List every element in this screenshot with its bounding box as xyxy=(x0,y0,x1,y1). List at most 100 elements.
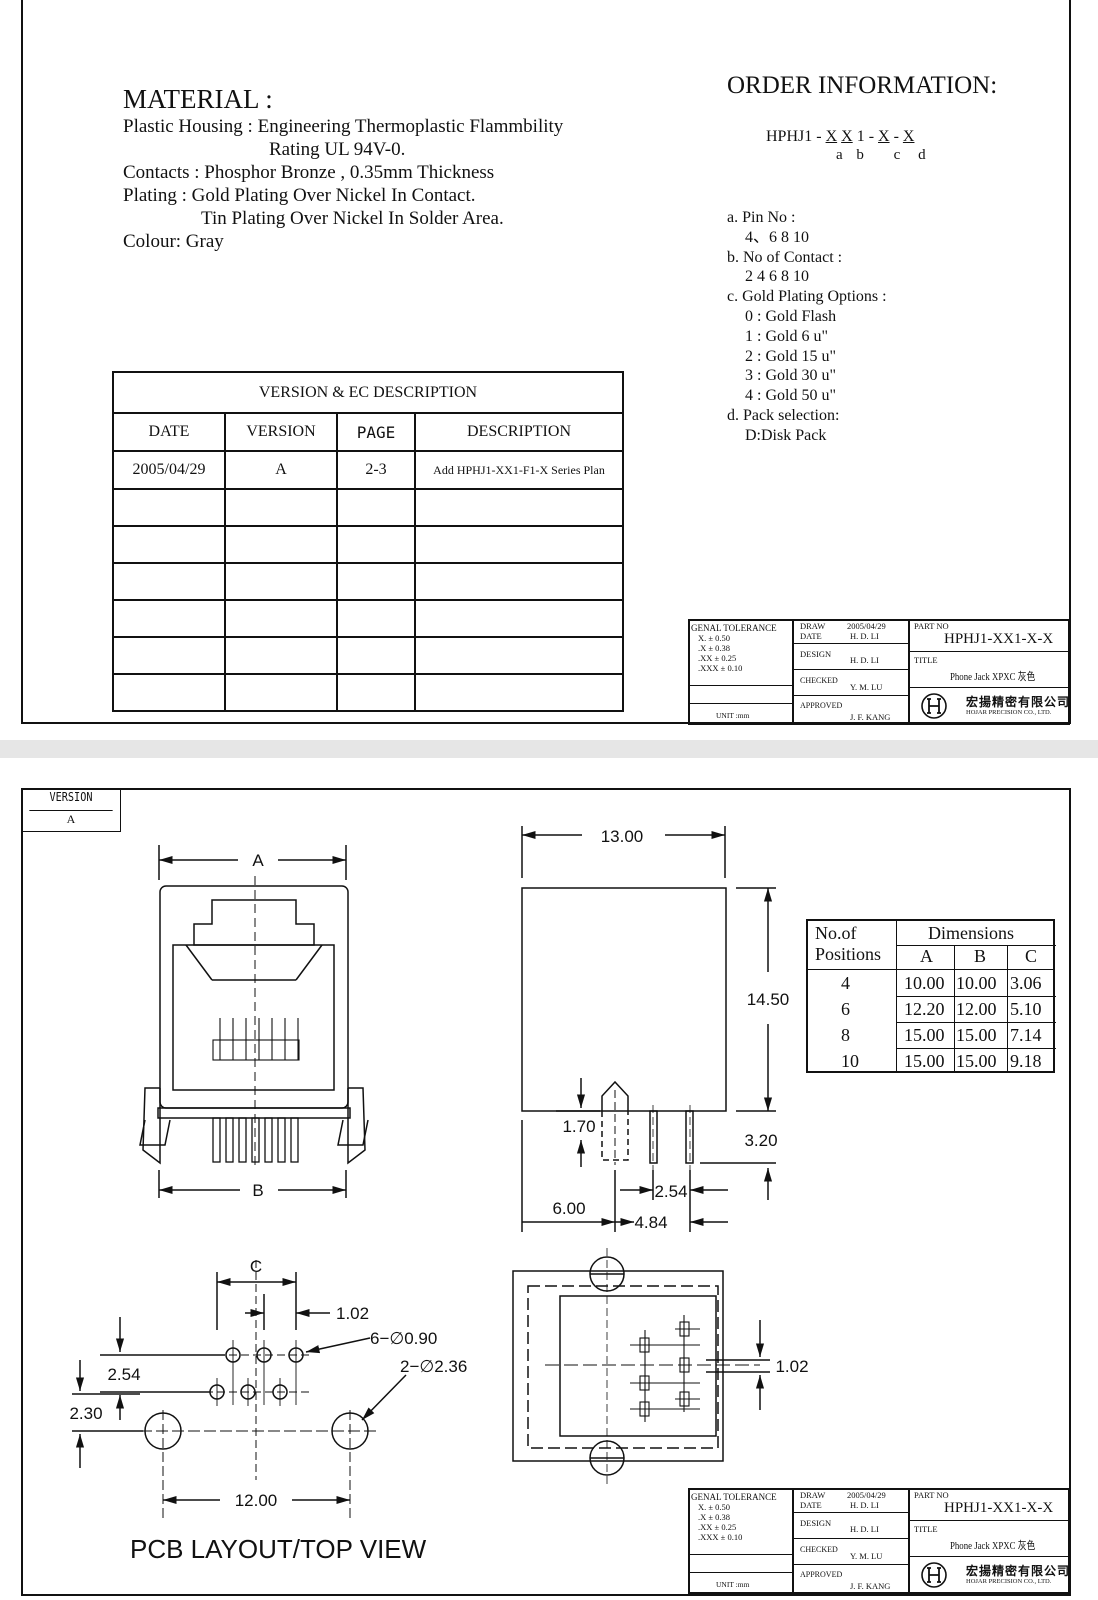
title-label: TITLE xyxy=(914,1524,938,1534)
cell-description: Add HPHJ1-XX1-F1-X Series Plan xyxy=(414,450,624,490)
table-row xyxy=(112,488,624,527)
draw-label: DRAW xyxy=(800,621,826,631)
order-code-part: X xyxy=(878,128,890,145)
tol-line: .X ± 0.38 xyxy=(698,1512,731,1522)
side-view xyxy=(521,826,776,1232)
dim-label-a: A xyxy=(252,851,264,870)
table-row xyxy=(112,562,624,601)
dim-table-cell: 15.00 xyxy=(956,1025,997,1045)
dim-table-cell: 15.00 xyxy=(904,1025,945,1045)
dim-600: 6.00 xyxy=(552,1199,585,1218)
dim-6-holes: 6−∅0.90 xyxy=(370,1329,437,1348)
dim-table-cell: 10 xyxy=(841,1051,859,1071)
order-line: d. Pack selection: xyxy=(727,406,840,424)
approved-label: APPROVED xyxy=(800,1570,843,1579)
dim-table-cell: 4 xyxy=(841,973,850,993)
dim-table-head: Dimensions xyxy=(928,923,1015,943)
dim-102-bottom: 1.02 xyxy=(775,1357,808,1376)
dim-1200: 12.00 xyxy=(235,1491,278,1510)
design-name: H. D. LI xyxy=(850,1524,879,1534)
company-name-cn: 宏揚精密有限公司 xyxy=(966,695,1071,709)
pcb-layout-label: PCB LAYOUT/TOP VIEW xyxy=(130,1534,427,1564)
dim-table-cell: 7.14 xyxy=(1010,1025,1042,1045)
dim-table-sub: A xyxy=(920,946,933,966)
checked-name: Y. M. LU xyxy=(850,1551,883,1561)
checked-name: Y. M. LU xyxy=(850,682,883,692)
order-code-part: 1 xyxy=(856,128,865,145)
dim-170: 1.70 xyxy=(562,1117,595,1136)
dim-484: 4.84 xyxy=(634,1213,667,1232)
version-box-value: A xyxy=(66,812,76,826)
order-line: 4、6 8 10 xyxy=(745,228,810,246)
design-label: DESIGN xyxy=(800,649,832,659)
dim-254-pcb: 2.54 xyxy=(107,1365,140,1384)
company-logo-icon xyxy=(921,1562,947,1588)
order-line: D:Disk Pack xyxy=(745,426,827,444)
material-line: Rating UL 94V-0. xyxy=(269,139,406,160)
cell-date: 2005/04/29 xyxy=(112,450,226,490)
version-box-label: VERSION xyxy=(29,790,113,811)
dim-2-holes: 2−∅2.36 xyxy=(400,1357,467,1376)
checked-label: CHECKED xyxy=(800,676,838,685)
dim-label-b: B xyxy=(252,1181,263,1200)
col-header-page: PAGE xyxy=(336,412,416,452)
dim-13: 13.00 xyxy=(601,827,644,846)
tol-line: .XX ± 0.25 xyxy=(698,1522,737,1532)
order-options: a. Pin No : 4、6 8 10 b. No of Contact : … xyxy=(727,208,887,446)
order-code-part: - xyxy=(893,128,899,145)
order-line: b. No of Contact : xyxy=(727,248,843,266)
dim-table-cell: 10.00 xyxy=(904,973,945,993)
col-header-version: VERSION xyxy=(224,412,338,452)
partno-label: PART NO xyxy=(914,621,949,631)
dim-254: 2.54 xyxy=(654,1182,687,1201)
version-box: VERSION A xyxy=(21,788,121,832)
tol-line: X. ± 0.50 xyxy=(698,1502,731,1512)
unit-label: UNIT :mm xyxy=(716,1580,750,1589)
dim-table-cell: 12.00 xyxy=(956,999,997,1019)
col-header-date: DATE xyxy=(112,412,226,452)
order-code-letters: a b c d xyxy=(836,147,926,164)
design-label: DESIGN xyxy=(800,1518,832,1528)
dim-table-cell: 15.00 xyxy=(904,1051,945,1071)
material-line: Contacts : Phosphor Bronze , 0.35mm Thic… xyxy=(123,162,495,183)
order-code-part: - xyxy=(868,128,875,145)
cell-page: 2-3 xyxy=(336,450,416,490)
title-block-1: GENAL TOLERANCE X. ± 0.50 .X ± 0.38 .XX … xyxy=(688,619,1070,725)
approved-name: J. F. KANG xyxy=(850,1581,891,1591)
pcb-layout xyxy=(72,1260,407,1520)
title-value: Phone Jack XPXC 灰色 xyxy=(950,671,1036,683)
order-line: 2 : Gold 15 u" xyxy=(745,347,836,365)
cell-version: A xyxy=(224,450,338,490)
material-title: MATERIAL : xyxy=(123,84,273,114)
order-line: c. Gold Plating Options : xyxy=(727,288,887,306)
dim-table-cell: 15.00 xyxy=(956,1051,997,1071)
date-label: DATE xyxy=(800,1500,822,1510)
tol-line: .XX ± 0.25 xyxy=(698,653,737,663)
dim-table-cell: 9.18 xyxy=(1010,1051,1042,1071)
company-name-en: HOJAR PRECISION CO., LTD. xyxy=(966,709,1052,716)
order-code-prefix: HPHJ1 - xyxy=(766,128,822,145)
dim-table-col1: No.of xyxy=(815,923,857,943)
dim-102-pcb: 1.02 xyxy=(336,1304,369,1323)
tol-title: GENAL TOLERANCE xyxy=(691,623,777,633)
front-view xyxy=(139,845,369,1198)
material-line: Plastic Housing : Engineering Thermoplas… xyxy=(123,116,564,137)
company-logo-icon xyxy=(921,693,947,719)
partno-value: HPHJ1-XX1-X-X xyxy=(944,1500,1054,1516)
code-letter: d xyxy=(918,147,926,163)
dim-table-cell: 5.10 xyxy=(1010,999,1042,1019)
order-line: 0 : Gold Flash xyxy=(745,307,837,325)
bottom-view xyxy=(512,1248,770,1484)
approved-label: APPROVED xyxy=(800,701,843,710)
col-header-description: DESCRIPTION xyxy=(414,412,624,452)
date-label: DATE xyxy=(800,631,822,641)
code-letter: b xyxy=(856,147,864,163)
version-ec-table: VERSION & EC DESCRIPTION DATE VERSION PA… xyxy=(112,371,624,712)
version-table-title: VERSION & EC DESCRIPTION xyxy=(112,371,624,414)
material-line: Plating : Gold Plating Over Nickel In Co… xyxy=(123,185,476,206)
order-code-part: X xyxy=(841,128,853,145)
dim-table-sub: B xyxy=(974,946,987,966)
dim-label-c: C xyxy=(250,1257,262,1276)
dim-table-col1: Positions xyxy=(815,944,882,964)
